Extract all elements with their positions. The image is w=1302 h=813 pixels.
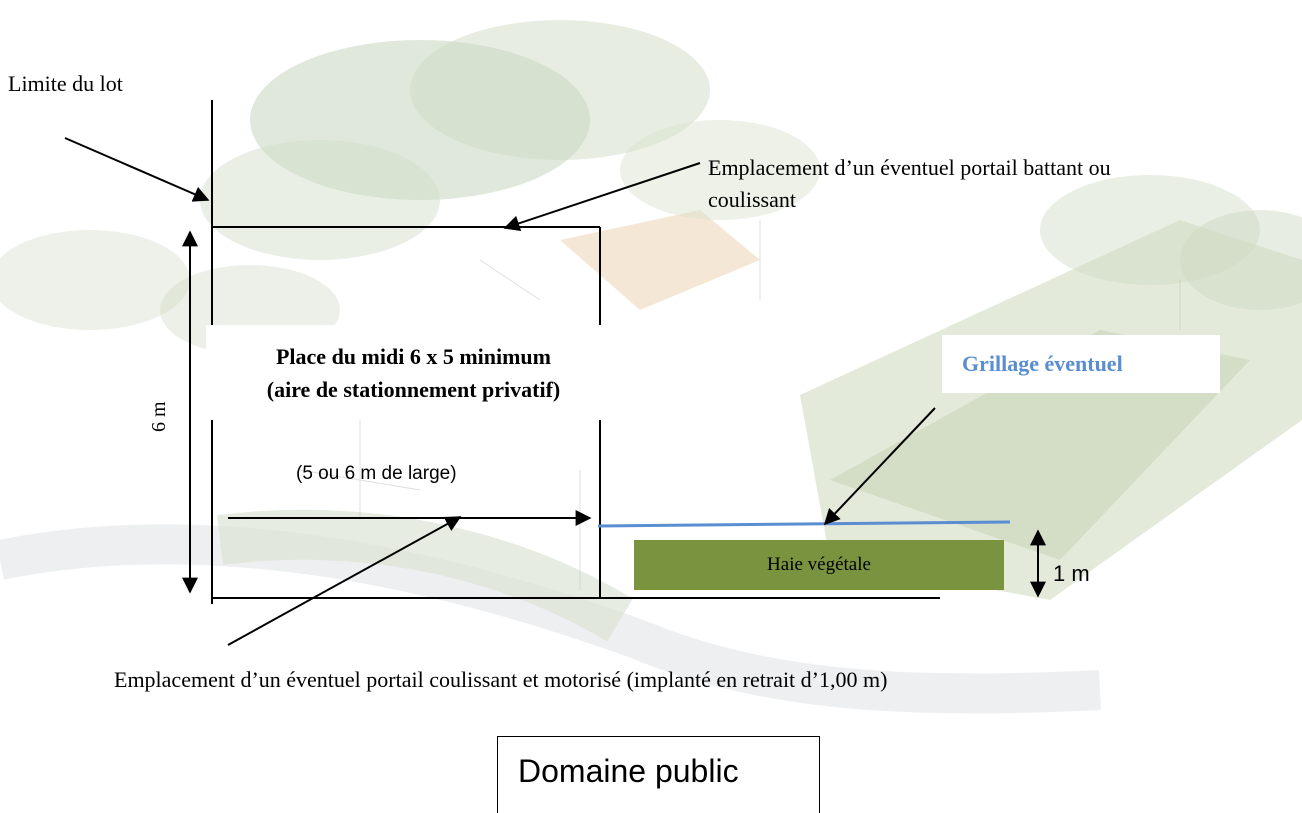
label-portail-coulissant: Emplacement d’un éventuel portail coulis… (114, 667, 888, 692)
label-dimension-6m: 6 m (148, 401, 170, 432)
domaine-public-label: Domaine public (518, 753, 739, 789)
haie-label: Haie végétale (767, 554, 871, 575)
place-subtitle-line: (aire de stationnement privatif) (266, 377, 561, 402)
label-portail-battant: Emplacement d’un éventuel portail battan… (708, 155, 1111, 212)
domaine-public-box: Domaine public (497, 736, 820, 813)
arrow-portail-battant (503, 162, 701, 232)
haie-vegetale-block: Haie végétale (634, 540, 1004, 590)
place-title-line: Place du midi 6 x 5 minimum (275, 344, 551, 369)
arrow-portail-coulissant (227, 516, 462, 646)
label-limite-du-lot: Limite du lot (8, 71, 123, 96)
label-dimension-1m: 1 m (1053, 561, 1090, 586)
label-place-du-midi: Place du midi 6 x 5 minimum (aire de sta… (206, 325, 621, 420)
arrow-limite-lot (64, 137, 210, 202)
arrow-grillage (823, 407, 936, 526)
label-grillage: Grillage éventuel (942, 335, 1220, 393)
grillage-line (597, 520, 1011, 528)
label-largeur: (5 ou 6 m de large) (296, 463, 457, 484)
